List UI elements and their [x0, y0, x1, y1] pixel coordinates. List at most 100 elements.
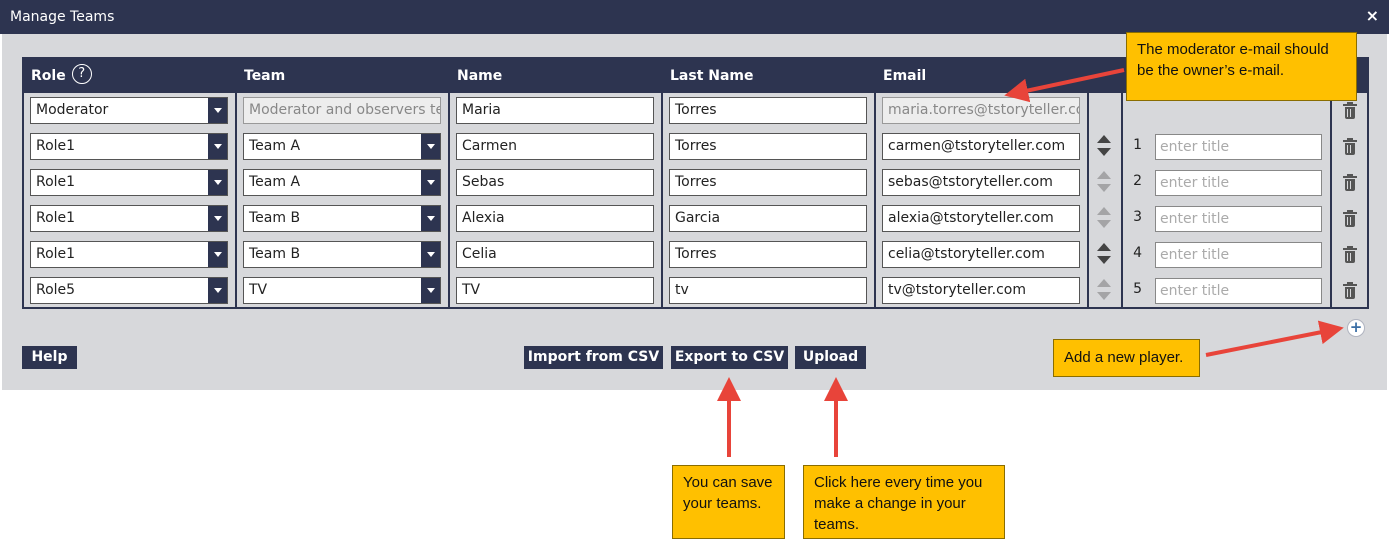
last-name-input[interactable]: Torres — [669, 133, 867, 160]
chevron-down-icon[interactable] — [208, 242, 227, 267]
role-select[interactable]: Role1 — [30, 169, 228, 196]
add-player-callout: Add a new player. — [1053, 339, 1200, 377]
team-select[interactable]: Team A — [243, 169, 441, 196]
player-number: 1 — [1133, 137, 1142, 153]
chevron-down-icon[interactable] — [208, 206, 227, 231]
arrow-to-add-button — [1205, 320, 1344, 357]
chevron-down-icon[interactable] — [421, 242, 440, 267]
header-role: Role? — [24, 59, 237, 93]
name-input[interactable]: TV — [456, 277, 654, 304]
title-input[interactable]: enter title — [1155, 242, 1322, 268]
team-select[interactable]: Team B — [243, 241, 441, 268]
player-number: 2 — [1133, 173, 1142, 189]
name-input[interactable]: Maria — [456, 97, 654, 124]
add-player-button[interactable]: + — [1347, 319, 1365, 337]
chevron-down-icon[interactable] — [208, 98, 227, 123]
moderator-email-callout: The moderator e-mail should be the owner… — [1126, 32, 1357, 101]
role-value: Role1 — [36, 174, 76, 190]
chevron-down-icon[interactable] — [208, 170, 227, 195]
team-value: Team A — [249, 138, 301, 154]
trash-icon[interactable] — [1343, 282, 1357, 299]
email-field-disabled: maria.torres@tstoryteller.com — [882, 97, 1080, 124]
header-last-name: Last Name — [663, 59, 876, 93]
save-teams-callout: You can save your teams. — [672, 465, 785, 539]
role-value: Role1 — [36, 210, 76, 226]
email-input[interactable]: tv@tstoryteller.com — [882, 277, 1080, 304]
dialog-title: Manage Teams — [10, 9, 115, 25]
column-divider — [661, 59, 663, 307]
role-value: Role1 — [36, 246, 76, 262]
trash-icon[interactable] — [1343, 246, 1357, 263]
title-input[interactable]: enter title — [1155, 278, 1322, 304]
header-name: Name — [450, 59, 663, 93]
chevron-down-icon[interactable] — [208, 134, 227, 159]
column-divider — [1121, 59, 1123, 307]
email-input[interactable]: alexia@tstoryteller.com — [882, 205, 1080, 232]
email-input[interactable]: carmen@tstoryteller.com — [882, 133, 1080, 160]
role-select[interactable]: Role5 — [30, 277, 228, 304]
role-select[interactable]: Moderator — [30, 97, 228, 124]
team-value: Team B — [249, 210, 301, 226]
player-number: 4 — [1133, 245, 1142, 261]
arrow-to-moderator-email — [1004, 68, 1125, 103]
export-csv-button[interactable]: Export to CSV — [671, 346, 788, 369]
trash-icon[interactable] — [1343, 174, 1357, 191]
chevron-down-icon[interactable] — [421, 278, 440, 303]
reorder-handle[interactable] — [1097, 207, 1111, 231]
team-value: Team A — [249, 174, 301, 190]
role-select[interactable]: Role1 — [30, 205, 228, 232]
chevron-down-icon[interactable] — [421, 206, 440, 231]
name-input[interactable]: Sebas — [456, 169, 654, 196]
title-input[interactable]: enter title — [1155, 206, 1322, 232]
column-divider — [874, 59, 876, 307]
role-value: Role5 — [36, 282, 76, 298]
help-button[interactable]: Help — [22, 346, 77, 369]
trash-icon[interactable] — [1343, 102, 1357, 119]
header-role-label: Role — [31, 68, 66, 84]
reorder-handle[interactable] — [1097, 171, 1111, 195]
player-number: 5 — [1133, 281, 1142, 297]
last-name-input[interactable]: Torres — [669, 169, 867, 196]
name-input[interactable]: Carmen — [456, 133, 654, 160]
team-select[interactable]: TV — [243, 277, 441, 304]
column-divider — [235, 59, 237, 307]
team-select[interactable]: Team A — [243, 133, 441, 160]
team-field-disabled: Moderator and observers team — [243, 97, 441, 124]
player-number: 3 — [1133, 209, 1142, 225]
reorder-handle[interactable] — [1097, 135, 1111, 159]
title-input[interactable]: enter title — [1155, 170, 1322, 196]
last-name-input[interactable]: tv — [669, 277, 867, 304]
header-email: Email — [876, 59, 1089, 93]
last-name-input[interactable]: Torres — [669, 241, 867, 268]
role-help-icon[interactable]: ? — [71, 64, 92, 84]
last-name-input[interactable]: Torres — [669, 97, 867, 124]
upload-callout: Click here every time you make a change … — [803, 465, 1005, 539]
close-icon[interactable]: × — [1365, 6, 1379, 25]
email-input[interactable]: sebas@tstoryteller.com — [882, 169, 1080, 196]
title-input[interactable]: enter title — [1155, 134, 1322, 160]
name-input[interactable]: Alexia — [456, 205, 654, 232]
upload-button[interactable]: Upload — [795, 346, 866, 369]
role-select[interactable]: Role1 — [30, 241, 228, 268]
last-name-input[interactable]: Garcia — [669, 205, 867, 232]
chevron-down-icon[interactable] — [421, 134, 440, 159]
team-value: TV — [249, 282, 268, 298]
column-divider — [1330, 59, 1332, 307]
title-bar: Manage Teams × — [0, 0, 1389, 34]
chevron-down-icon[interactable] — [421, 170, 440, 195]
team-select[interactable]: Team B — [243, 205, 441, 232]
import-csv-button[interactable]: Import from CSV — [524, 346, 663, 369]
name-input[interactable]: Celia — [456, 241, 654, 268]
chevron-down-icon[interactable] — [208, 278, 227, 303]
reorder-handle[interactable] — [1097, 243, 1111, 267]
trash-icon[interactable] — [1343, 210, 1357, 227]
reorder-handle[interactable] — [1097, 279, 1111, 303]
trash-icon[interactable] — [1343, 138, 1357, 155]
header-team: Team — [237, 59, 450, 93]
role-value: Moderator — [36, 102, 109, 118]
column-divider — [1087, 59, 1089, 307]
role-select[interactable]: Role1 — [30, 133, 228, 160]
role-value: Role1 — [36, 138, 76, 154]
column-divider — [448, 59, 450, 307]
email-input[interactable]: celia@tstoryteller.com — [882, 241, 1080, 268]
